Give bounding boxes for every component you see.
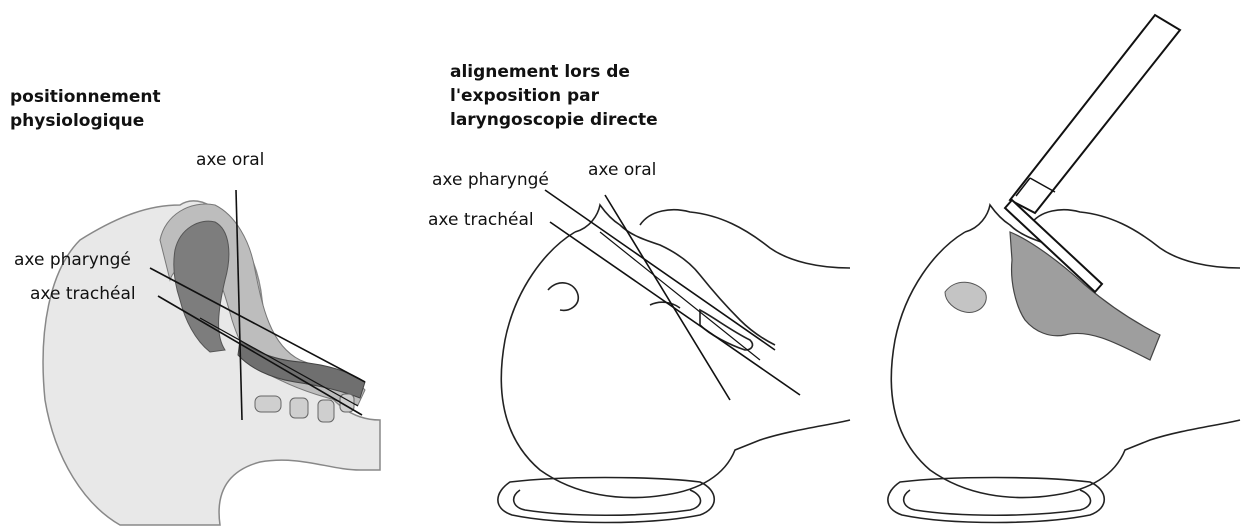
middle-head-drawing	[498, 205, 850, 523]
left-tracheal-axis-label: axe trachéal	[30, 284, 136, 304]
right-ear-shaded	[945, 282, 986, 312]
middle-oral-axis-label: axe oral	[588, 160, 656, 180]
middle-axis-line-extra	[600, 232, 760, 360]
middle-tracheal-axis-label: axe trachéal	[428, 210, 534, 230]
middle-tracheal-axis-line	[550, 222, 800, 395]
middle-pharyngeal-axis-label: axe pharyngé	[432, 170, 549, 190]
laryngoscope-handle	[1010, 15, 1180, 213]
middle-chin	[650, 302, 680, 308]
middle-oral-axis-line	[605, 195, 730, 400]
left-panel-title: positionnement physiologique	[10, 85, 161, 133]
right-airway-shaded	[1010, 232, 1160, 360]
middle-pharyngeal-axis-line	[545, 190, 775, 350]
middle-hand	[640, 210, 850, 268]
middle-ear	[548, 283, 578, 311]
middle-face-profile	[575, 205, 775, 345]
middle-panel-title: alignement lors de l'exposition par lary…	[450, 60, 658, 132]
middle-head-outline	[501, 232, 850, 498]
left-pharyngeal-axis-label: axe pharyngé	[14, 250, 131, 270]
left-oral-axis-label: axe oral	[196, 150, 264, 170]
